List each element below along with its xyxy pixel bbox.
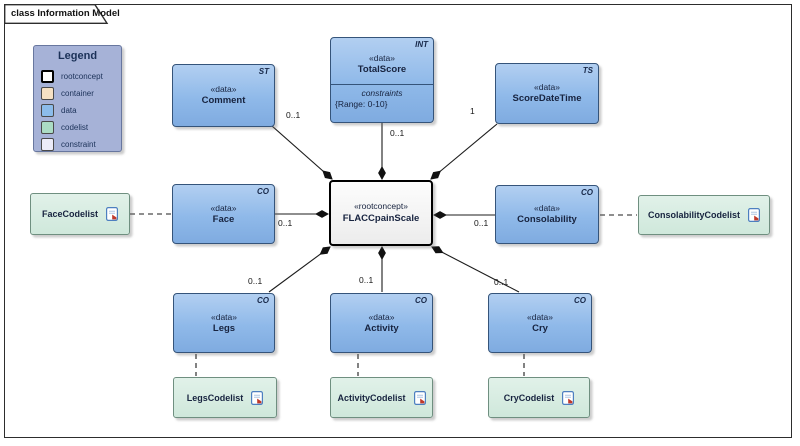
node-name: Cry [532,322,548,334]
legend-title: Legend [57,50,98,62]
legend-label: data [61,106,77,115]
stereotype-label: «data» [210,84,237,94]
codelist-name: FaceCodelist [41,209,99,219]
legend[interactable]: Legend rootconcept container data codeli… [33,45,122,152]
codelist-name: ActivityCodelist [337,392,406,403]
node-name: Activity [364,322,399,334]
totalscore-constraints-compartment: constraints {Range: 0-10} [331,84,433,122]
stereotype-label: «data» [368,311,395,322]
codelist-swatch [41,121,54,134]
composition-connector-cry[interactable] [431,246,520,293]
legend-row-data: data [41,102,121,119]
multiplicity-cry: 0..1 [494,277,509,287]
composition-connector-scoredatetime[interactable] [430,123,498,180]
data-node-cry[interactable]: CO «data» Cry [488,293,592,353]
constraint-swatch [41,138,54,151]
codelist-name: CryCodelist [503,392,555,403]
node-name: FLACCpainScale [342,213,420,224]
composition-connector-comment[interactable] [271,125,333,180]
node-name: Face [212,213,235,225]
multiplicity-activity: 0..1 [359,275,374,285]
stereotype-label: «data» [369,52,395,63]
data-swatch [41,104,54,117]
type-tag: CO [257,296,269,305]
codelist-name: LegsCodelist [186,392,244,403]
legend-label: rootconcept [61,72,103,81]
data-node-activity[interactable]: CO «data» Activity [330,293,433,353]
stereotype-label: «data» [211,311,237,322]
legend-row-constraint: constraint [41,136,121,153]
totalscore-name-compartment: «data» TotalScore [331,38,433,84]
node-name: Comment [201,95,246,106]
data-node-consolability[interactable]: CO «data» Consolability [495,185,599,244]
legend-label: codelist [61,123,89,132]
legend-row-rootconcept: rootconcept [41,68,121,85]
legend-row-container: container [41,85,121,102]
codelist-node-activitycodelist[interactable]: ActivityCodelist [330,377,433,418]
legend-label: container [61,89,94,98]
document-icon [106,207,119,221]
type-tag: ST [258,67,269,76]
document-icon [251,390,264,405]
document-icon [413,390,426,405]
type-tag: CO [574,296,586,305]
stereotype-label: «data» [534,82,560,92]
legend-items: rootconcept container data codelist cons… [41,68,121,153]
legend-label: constraint [61,140,96,149]
codelist-node-legscodelist[interactable]: LegsCodelist [173,377,277,418]
data-node-comment[interactable]: ST «data» Comment [172,64,275,127]
type-tag: CO [415,296,427,305]
rootconcept-swatch [41,70,54,83]
multiplicity-totalscore: 0..1 [390,128,405,138]
stereotype-label: «rootconcept» [354,201,408,211]
constraint-value: {Range: 0-10} [335,99,388,109]
codelist-node-crycodelist[interactable]: CryCodelist [488,377,590,418]
legend-row-codelist: codelist [41,119,121,136]
data-node-face[interactable]: CO «data» Face [172,184,275,244]
type-tag: INT [415,40,428,49]
constraints-label: constraints [361,88,403,98]
composition-connector-legs[interactable] [268,246,331,293]
codelist-node-consolabilitycodelist[interactable]: ConsolabilityCodelist [638,195,770,235]
rootconcept-node-flaccpainscale[interactable]: «rootconcept» FLACCpainScale [329,180,433,246]
data-node-legs[interactable]: CO «data» Legs [173,293,275,353]
stereotype-label: «data» [210,202,237,213]
multiplicity-comment: 0..1 [286,110,301,120]
type-tag: TS [582,66,593,75]
data-node-scoredatetime[interactable]: TS «data» ScoreDateTime [495,63,599,124]
container-swatch [41,87,54,100]
multiplicity-consolability: 0..1 [474,218,489,228]
node-name: Legs [212,322,236,334]
type-tag: CO [581,188,593,197]
diagram-title: class Information Model [11,8,120,19]
codelist-node-facecodelist[interactable]: FaceCodelist [30,193,130,235]
type-tag: CO [257,187,269,196]
diagram-frame-tab [4,4,109,24]
multiplicity-legs: 0..1 [248,276,263,286]
multiplicity-face: 0..1 [278,218,293,228]
data-node-totalscore[interactable]: INT «data» TotalScore constraints {Range… [330,37,434,123]
codelist-name: ConsolabilityCodelist [647,210,740,220]
multiplicity-scoredatetime: 1 [470,106,475,116]
stereotype-label: «data» [534,203,560,213]
document-icon [562,390,575,405]
stereotype-label: «data» [527,311,553,322]
node-name: Consolability [517,214,577,225]
document-icon [748,208,760,222]
node-name: TotalScore [357,63,407,75]
node-name: ScoreDateTime [512,93,582,104]
